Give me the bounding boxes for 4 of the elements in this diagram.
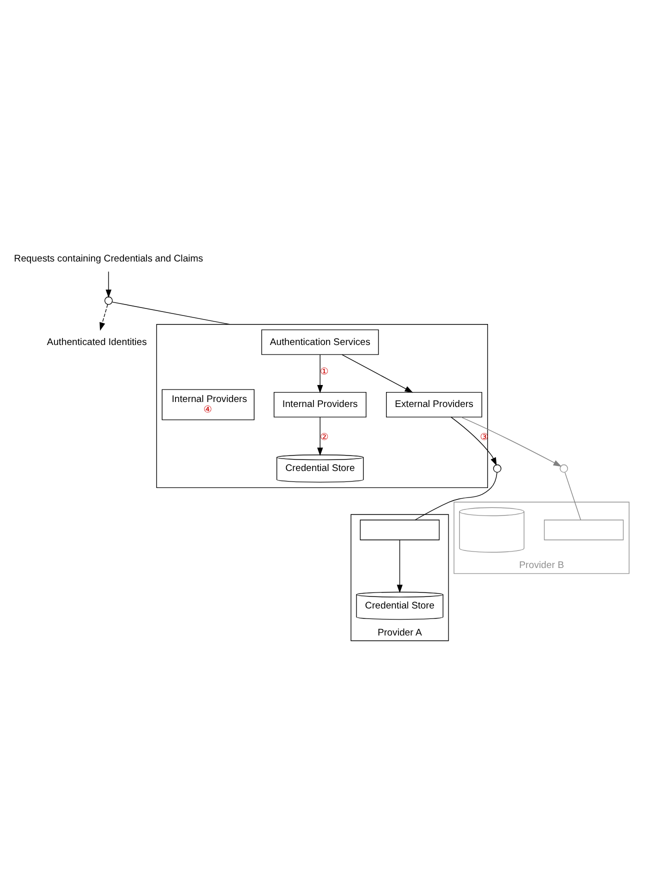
edge-label: ① — [320, 366, 330, 378]
node-text: Requests containing Credentials and Claims — [14, 253, 204, 264]
node-text: Authenticated Identities — [46, 336, 147, 348]
edge-label: ② — [320, 431, 330, 442]
